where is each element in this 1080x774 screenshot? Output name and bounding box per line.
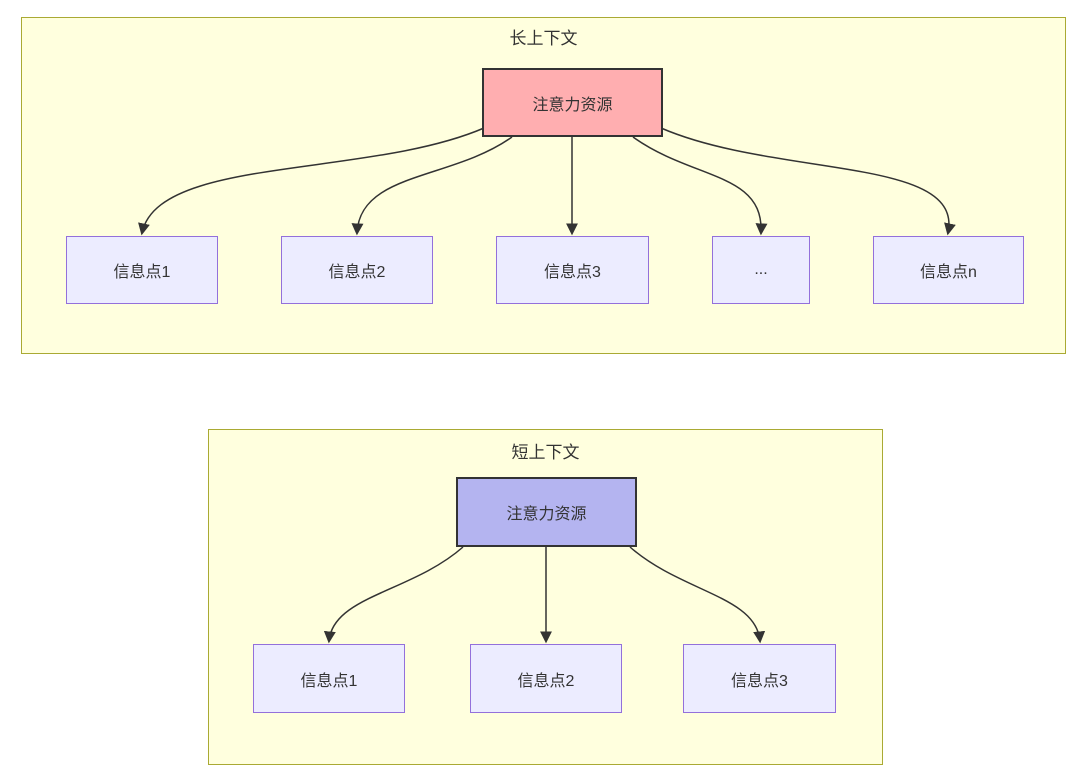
panel-title-long-context: 长上下文	[509, 29, 578, 48]
info-node-ellipsis: ...	[712, 236, 810, 304]
attention-resource-node-short: 注意力资源	[456, 477, 637, 547]
info-node: 信息点2	[281, 236, 433, 304]
info-node: 信息点1	[253, 644, 405, 713]
info-node: 信息点1	[66, 236, 218, 304]
panel-title-short-context: 短上下文	[511, 443, 580, 462]
attention-resource-node-long: 注意力资源	[482, 68, 663, 137]
info-node: 信息点n	[873, 236, 1024, 304]
info-node: 信息点3	[683, 644, 836, 713]
info-node: 信息点2	[470, 644, 622, 713]
info-node: 信息点3	[496, 236, 649, 304]
